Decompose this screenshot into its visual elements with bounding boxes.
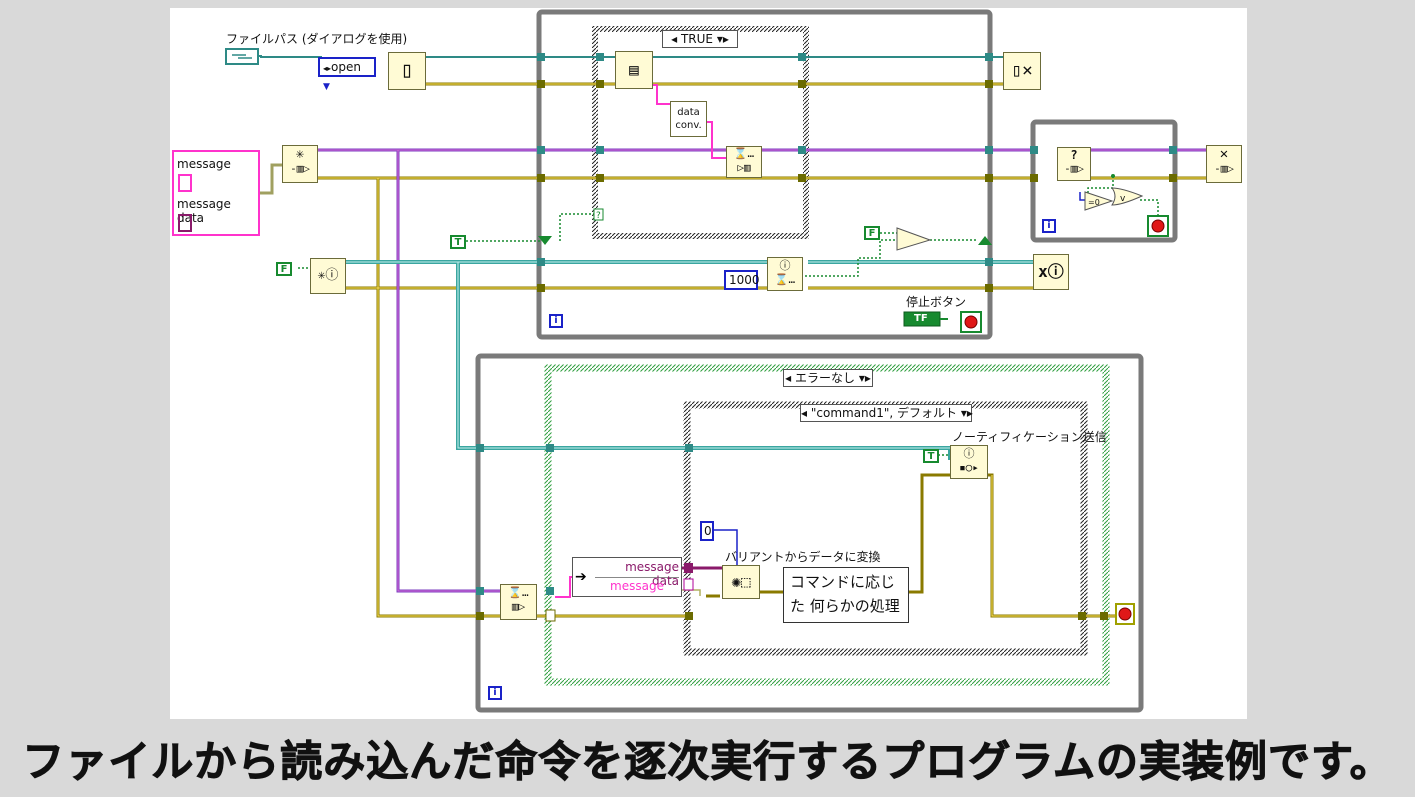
loop-stop-terminal-top [960,311,982,333]
or-node [1111,187,1144,206]
obtain-notifier-node[interactable]: ✳ⓘ [310,258,346,294]
wait-notification-node[interactable]: ⓘ ⌛… [767,257,803,291]
open-file-node[interactable]: ▯ [388,52,426,90]
send-icon: ▪○▸ [959,461,979,474]
stop-button-label: 停止ボタン [906,295,967,309]
tunnels [476,53,1177,595]
dropdown-icon: ▼ [323,82,330,92]
data-conv-node[interactable]: data conv. [670,101,707,137]
iteration-terminal-right: i [1042,219,1056,233]
next-case-icon: ▾▸ [858,371,871,385]
svg-text:v: v [1120,194,1126,204]
question-icon: ? [1070,148,1078,162]
hourglass-icon: ⌛… [508,586,529,599]
select-node [896,227,932,251]
variant-to-data-node[interactable]: ✺⬚ [722,565,760,599]
file-path-label: ファイルパス (ダイアログを使用) [226,32,408,46]
read-text-node[interactable]: ▤ [615,51,653,89]
cluster-field-message-data-indicator [178,214,192,232]
queue-icon: ‑▥▷ [1064,162,1084,175]
equal-zero-node [1084,191,1114,211]
read-text-icon: ▤ [629,60,639,79]
stop-tf-text: TF [914,313,928,324]
release-notifier-node[interactable]: xⓘ [1033,254,1069,290]
iteration-terminal-bottom: i [488,686,502,700]
case-selector-terminal-command [683,578,694,591]
next-case-icon: ▾▸ [716,32,729,46]
case-selector-terminal-top [593,208,604,221]
enqueue-node[interactable]: ⌛… ▷▥ [726,146,762,178]
cluster-field-message: message [177,157,231,171]
file-icon: ▯ [400,58,414,83]
notifier-icon: ⓘ [963,447,975,460]
case-selector-error[interactable]: ◂ エラーなし ▾▸ [783,369,873,387]
notifier-icon: ✳ⓘ [317,268,339,283]
asterisk-icon: ✳ [295,146,305,162]
queue-icon: ▷▥ [737,161,751,174]
release-notifier-icon: xⓘ [1038,262,1064,281]
unbundle-arrow-icon: ➔ [575,569,587,585]
bottom-while-loop [475,353,1144,713]
int-wire [714,529,738,565]
svg-text:?: ? [596,211,601,221]
loop-stop-terminal-bottom [1115,603,1135,625]
queue-status-node[interactable]: ? ‑▥▷ [1057,147,1091,181]
message-cluster-control[interactable]: message message data [172,150,260,236]
unbundle-by-name-node[interactable]: ➔ message data message [572,557,682,597]
svg-text:=0: =0 [1088,198,1100,207]
boolean-wire [298,176,1159,456]
queue-icon: ‑▥▷ [290,162,310,175]
error-case-structure [544,364,1110,686]
caption: ファイルから読み込んだ命令を逐次実行するプログラムの実装例です。 [22,737,1393,787]
notify-send-label: ノーティフィケーション送信 [952,430,1107,444]
close-file-node[interactable]: ▯× [1003,52,1041,90]
true-constant-notify[interactable]: T [923,449,939,463]
open-enum-constant[interactable]: ◂▸open ▼ [318,57,376,92]
command-process-comment: コマンドに応じた 何らかの処理 [783,567,909,623]
case-selector-terminal-error [545,609,556,622]
obtain-queue-node[interactable]: ✳ ‑▥▷ [282,145,318,183]
block-diagram-canvas [170,8,1247,719]
dequeue-node[interactable]: ⌛… ▥▷ [500,584,537,620]
shift-register-right [978,236,992,245]
case-selector-command[interactable]: ◂ "command1", デフォルト ▾▸ [800,404,973,422]
cluster-wire [260,163,283,195]
shift-register-left [538,236,552,245]
x-icon: ✕ [1219,146,1229,162]
prev-case-icon: ◂ [785,371,792,385]
case-selector-top[interactable]: ◂ TRUE ▾▸ [662,30,738,48]
variant-to-data-label: バリアントからデータに変換 [725,550,881,564]
prev-case-icon: ◂ [801,406,808,420]
zero-constant[interactable]: 0 [700,521,714,541]
false-constant-select[interactable]: F [864,226,880,240]
iteration-terminal-top: i [549,314,563,328]
false-constant-notifier[interactable]: F [276,262,292,276]
wait-ms-constant[interactable]: 1000 [724,270,760,290]
next-case-icon: ▾▸ [960,406,973,420]
true-constant-top[interactable]: T [450,235,466,249]
hourglass-icon: ⌛… [733,147,755,160]
close-file-icon: ▯× [1011,60,1033,81]
queue-icon: ▥▷ [511,600,526,613]
queue-icon: ‑▥▷ [1214,162,1234,175]
unbundle-field-message-data: message data [595,560,679,588]
int-wire-2 [1079,192,1085,201]
wait-notifier-icon: ⓘ [779,259,791,272]
unbundle-field-message: message [610,579,664,593]
send-notification-node[interactable]: ⓘ ▪○▸ [950,445,988,479]
hourglass-icon: ⌛… [774,273,796,286]
enum-arrows-icon: ◂▸ [323,64,332,73]
release-queue-node[interactable]: ✕ ‑▥▷ [1206,145,1242,183]
loop-stop-terminal-right [1147,215,1169,237]
file-path-control [225,48,259,65]
data-wire [652,84,726,159]
top-case-structure [592,26,809,239]
variant-convert-icon: ✺⬚ [731,572,751,591]
cluster-field-message-indicator [178,174,192,192]
prev-case-icon: ◂ [671,32,678,46]
